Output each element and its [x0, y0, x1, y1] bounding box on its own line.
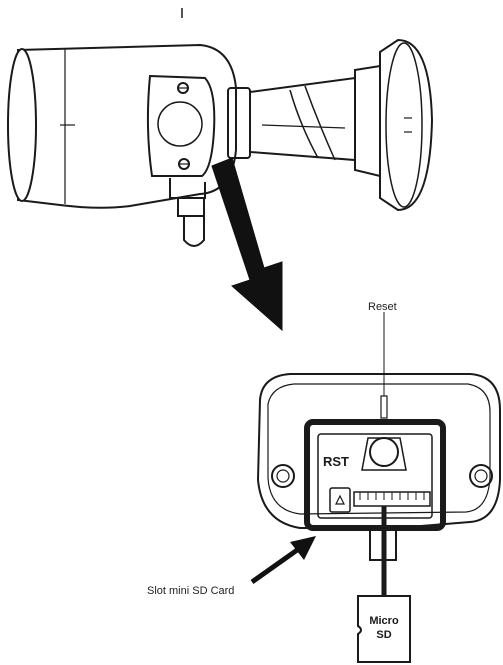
side-screw-right	[469, 464, 493, 488]
rear-shell	[256, 373, 501, 561]
slot-latch	[329, 487, 351, 513]
card-text-line2: SD	[376, 629, 391, 641]
camera-body	[17, 43, 237, 209]
direction-arrow	[211, 157, 283, 332]
micro-sd-card: Micro SD	[357, 595, 411, 663]
cover-boss	[157, 101, 203, 147]
mount-arm	[249, 76, 356, 162]
compartment-frame	[304, 419, 446, 531]
slot-pins	[359, 492, 425, 500]
hatch-cover	[146, 74, 216, 177]
compartment-inner	[317, 433, 433, 519]
reset-button	[369, 437, 399, 467]
slot-label: Slot mini SD Card	[147, 585, 235, 597]
cover-screw-top	[177, 82, 189, 94]
reset-pin	[380, 395, 388, 419]
camera-lens	[7, 48, 37, 202]
bullet-camera	[7, 8, 434, 247]
slot-pointer-arrow	[250, 536, 316, 585]
opened-camera	[256, 312, 501, 596]
cable-plug	[183, 216, 205, 247]
mount-neck	[354, 64, 381, 178]
mount-joint	[227, 87, 251, 159]
cable-gland	[177, 197, 205, 217]
rst-text: RST	[323, 454, 349, 469]
cover-screw-bottom	[178, 158, 190, 170]
reset-label: Reset	[368, 301, 397, 313]
mount-base-plate	[379, 38, 434, 212]
side-screw-left	[271, 464, 295, 488]
card-text-line1: Micro	[369, 615, 399, 627]
